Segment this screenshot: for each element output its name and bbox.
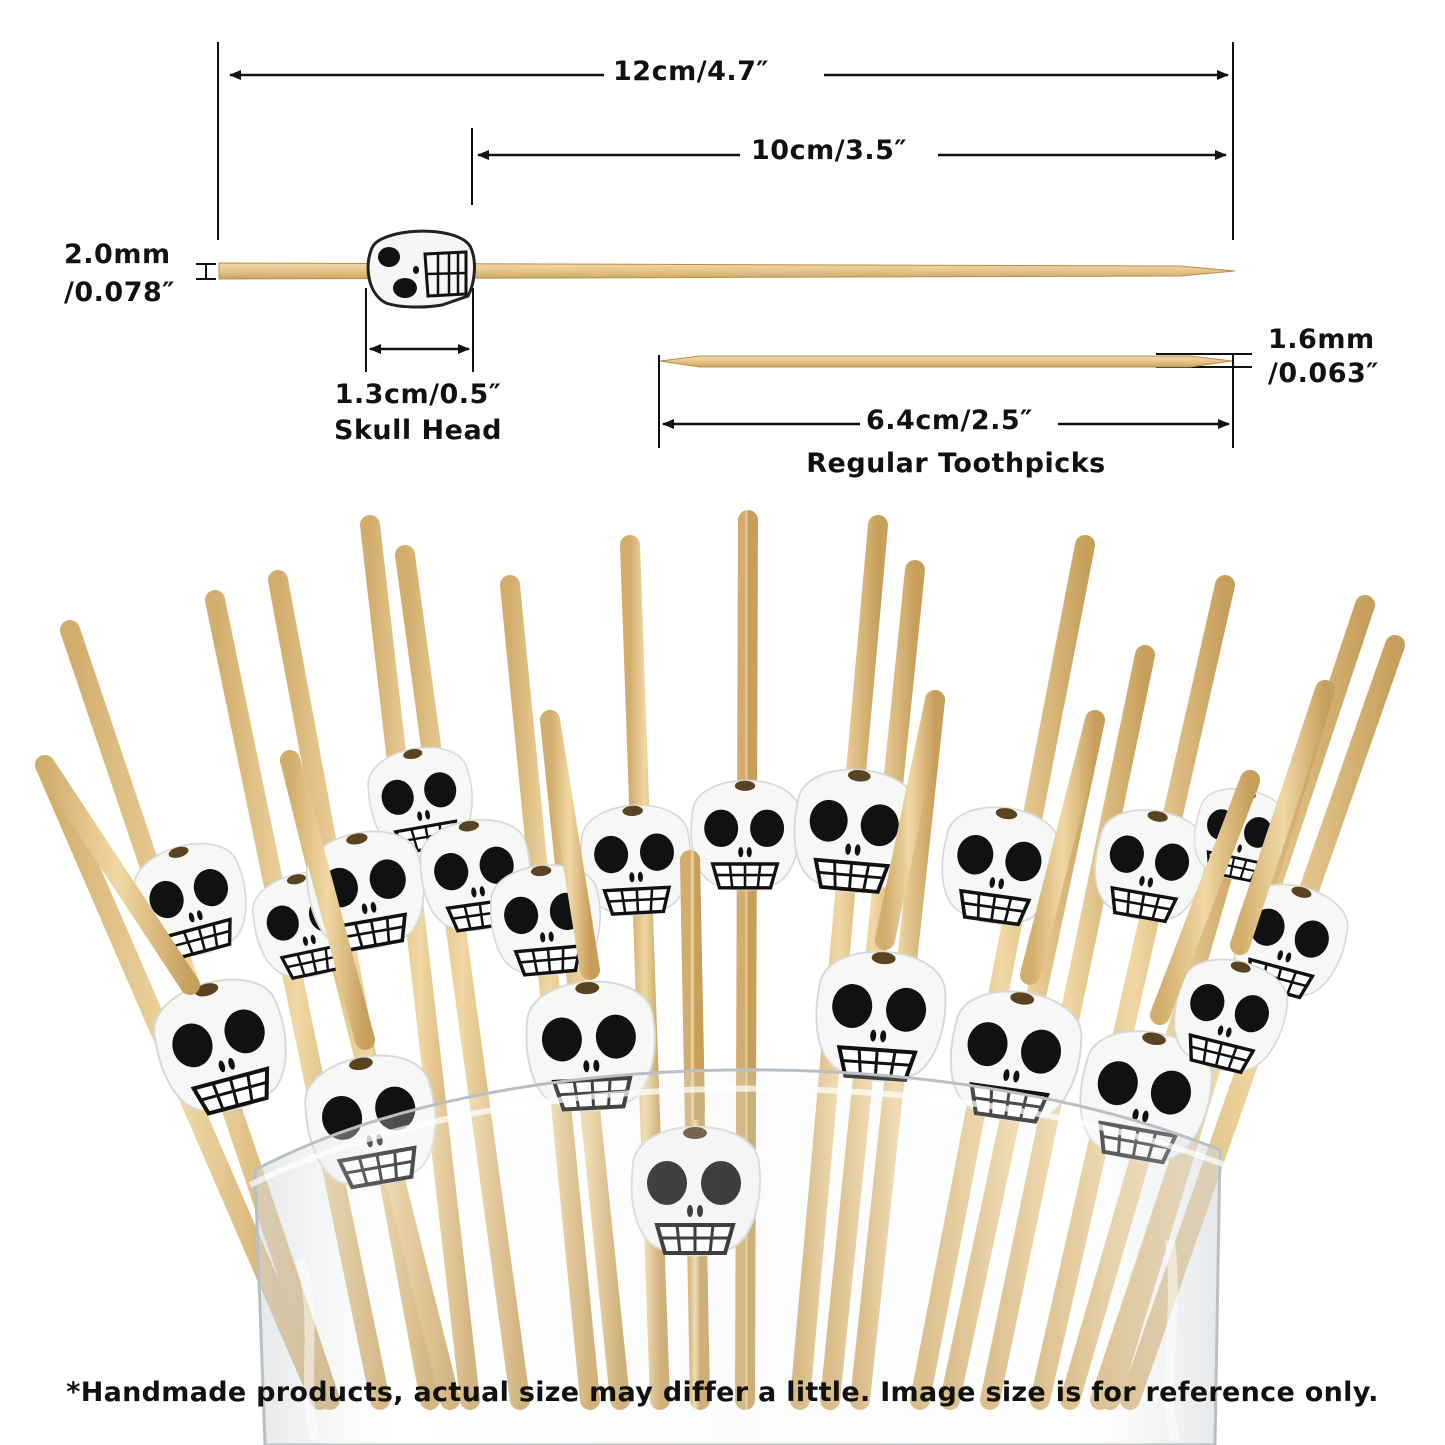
stick-diameter-label-line1: 2.0mm xyxy=(64,239,171,270)
regular-toothpick xyxy=(659,355,1233,368)
skull-bead-icon xyxy=(366,229,476,309)
toothpick-diameter-label-line2: /0.063″ xyxy=(1268,358,1379,389)
skull-caption: Skull Head xyxy=(334,415,502,446)
toothpick-length-label: 6.4cm/2.5″ xyxy=(866,405,1033,436)
stick-diameter-label-line2: /0.078″ xyxy=(64,277,175,308)
disclaimer-footnote: *Handmade products, actual size may diff… xyxy=(66,1377,1379,1408)
stick-diameter-bracket xyxy=(196,263,216,280)
pick-length-label: 10cm/3.5″ xyxy=(751,135,907,166)
product-photo xyxy=(35,510,1405,1445)
glass-jar xyxy=(248,1068,1227,1445)
total-length-label: 12cm/4.7″ xyxy=(613,56,769,87)
skull-width-label: 1.3cm/0.5″ xyxy=(334,379,502,410)
dimension-arrows xyxy=(229,70,1230,429)
dimension-diagram xyxy=(196,42,1252,448)
toothpick-diameter-label-line1: 1.6mm xyxy=(1268,324,1375,355)
bamboo-sticks-front xyxy=(35,680,1335,1120)
extension-lines xyxy=(217,42,1234,448)
toothpick-caption: Regular Toothpicks xyxy=(806,448,1106,479)
